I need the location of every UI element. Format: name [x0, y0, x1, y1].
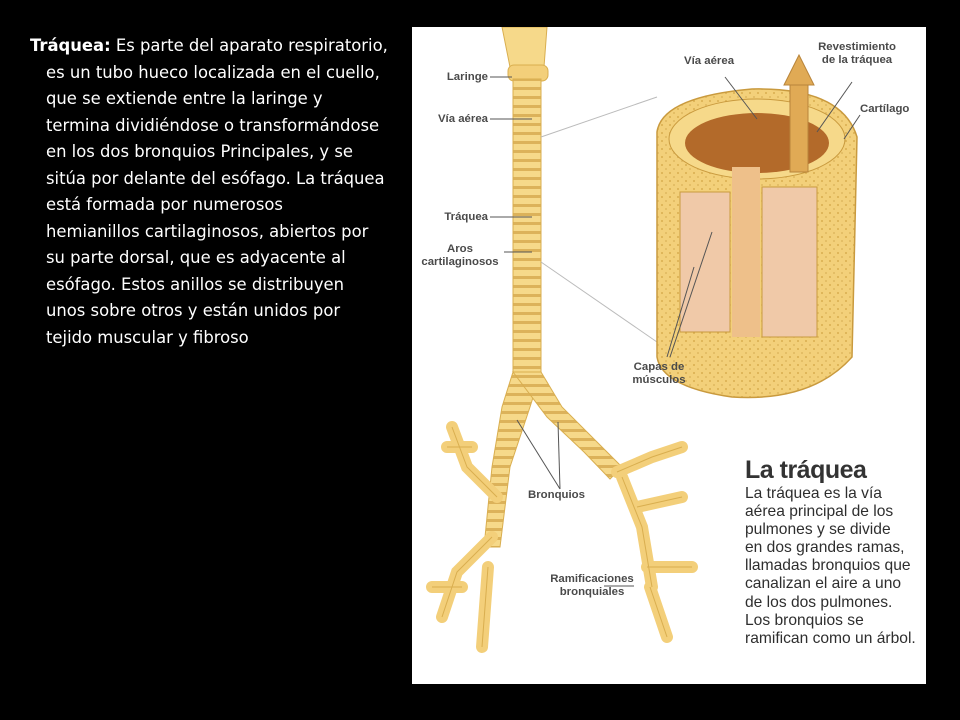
description-line-6: sitúa por delante del esófago. La tráque…: [46, 168, 385, 188]
label-cartilago: Cartílago: [860, 103, 910, 115]
label-ramificaciones-bronquiales: Ramificaciones bronquiales: [550, 573, 634, 598]
description-line-9: su parte dorsal, que es adyacente al: [46, 248, 346, 267]
zoom-line-top: [540, 96, 658, 138]
trachea-anatomy-drawing: [426, 27, 861, 653]
trachea-cross-section: [656, 88, 858, 399]
label-traquea: Tráquea: [444, 211, 488, 223]
description-line-10: esófago. Estos anillos se distribuyen: [46, 274, 345, 294]
description-line-4: termina dividiéndose o transformándose: [46, 115, 380, 135]
caption-title: La tráquea: [745, 456, 867, 484]
label-bronquios: Bronquios: [528, 489, 585, 501]
label-revestimiento: Revestimiento de la tráquea: [818, 41, 896, 66]
description-line-5: en los dos bronquios Principales, y se: [46, 142, 353, 161]
label-laringe: Laringe: [446, 71, 488, 83]
right-bronchus: [511, 371, 698, 643]
trachea-illustration: Laringe Vía aérea Tráquea Aros cartilagi…: [412, 27, 926, 684]
description-line-2: es un tubo hueco localizada en el cuello…: [46, 62, 380, 82]
muscle-layer-left: [679, 191, 731, 333]
caption-body: La tráquea es la vía aérea principal de …: [745, 485, 916, 647]
zoom-line-bottom: [540, 261, 658, 343]
label-via-aerea-top: Vía aérea: [684, 55, 735, 67]
description-line-8: hemianillos cartilaginosos, abiertos por: [46, 221, 369, 241]
description-line-1: Tráquea: Es parte del aparato respirator…: [30, 36, 388, 55]
description-line-12: tejido muscular y fibroso: [46, 327, 249, 347]
label-via-aerea-left: Vía aérea: [437, 113, 488, 125]
trachea-tube: [512, 78, 542, 380]
left-bronchus: [426, 371, 542, 653]
larynx-shape: [501, 27, 549, 82]
description-text: Tráquea: Es parte del aparato respirator…: [30, 33, 402, 351]
term-traquea: Tráquea:: [30, 36, 111, 55]
airflow-arrow-icon: [783, 53, 815, 173]
muscle-layer-right: [761, 186, 818, 338]
label-capas-musculos: Capas de músculos: [632, 361, 686, 386]
description-line-3: que se extiende entre la laringe y: [46, 89, 323, 108]
label-aros-cartilaginosos: Aros cartilaginosos: [421, 243, 499, 268]
description-line-11: unos sobre otros y están unidos por: [46, 301, 341, 320]
leader-lines: [490, 76, 861, 587]
description-line-7: está formada por numerosos: [46, 195, 283, 214]
lumen-wall: [732, 167, 760, 337]
